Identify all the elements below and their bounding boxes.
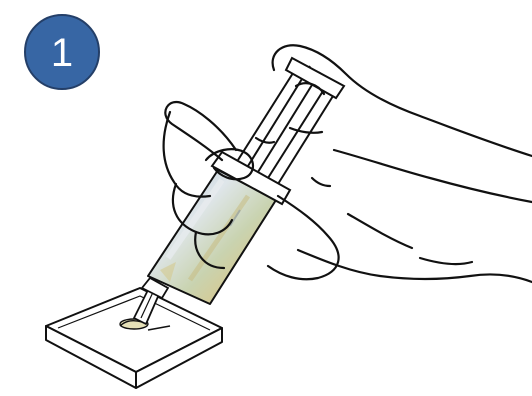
step-number-label: 1 [51,33,73,73]
dispensing-syringe-icon [134,58,344,324]
substrate-block-icon [46,288,222,388]
step-number-badge: 1 [24,14,100,90]
